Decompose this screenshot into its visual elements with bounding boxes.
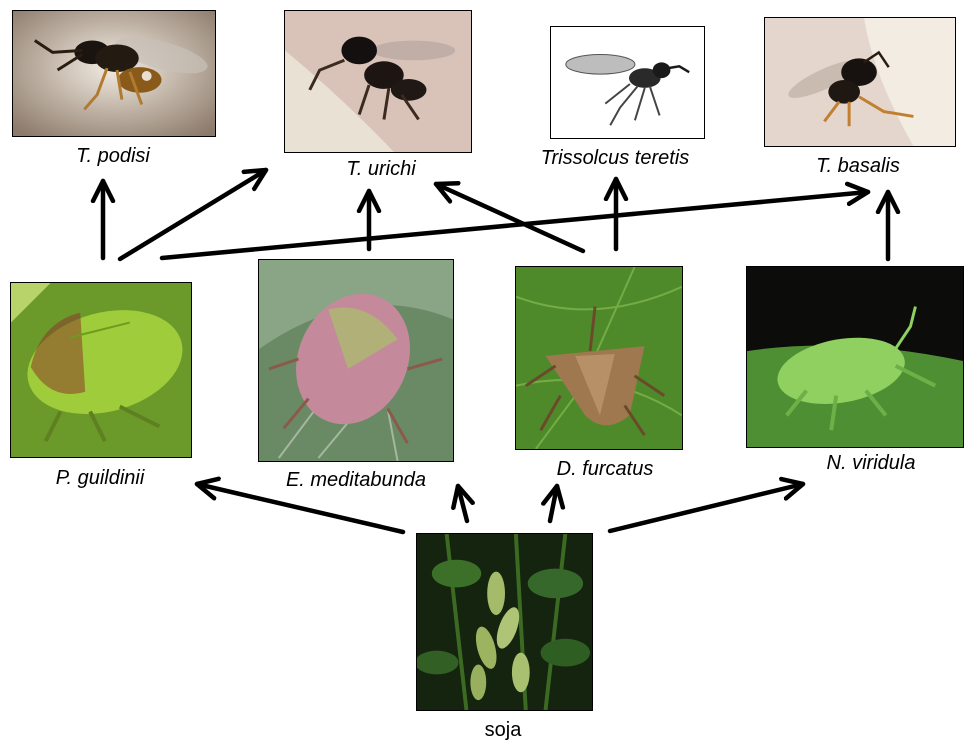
wasp-photo-icon: [13, 11, 215, 136]
arrow-soja-to-n-viridula: [610, 484, 803, 531]
arrow-soja-to-p-guildinii: [197, 484, 403, 532]
trissolcus-teretis-photo: [550, 26, 705, 139]
arrow-p-guildinii-to-t-basalis: [162, 192, 868, 258]
arrow-p-guildinii-to-t-urichi: [120, 170, 266, 259]
d-furcatus-label: D. furcatus: [557, 458, 654, 480]
p-guildinii-label: P. guildinii: [56, 467, 145, 489]
stink-bug-photo-icon: [747, 267, 963, 447]
trissolcus-teretis-label: Trissolcus teretis: [541, 147, 690, 169]
t-podisi-label: T. podisi: [76, 145, 150, 167]
wasp-drawing-icon: [551, 27, 704, 138]
arrow-soja-to-e-meditabunda: [458, 486, 467, 521]
arrow-d-furcatus-to-t-urichi: [436, 184, 583, 251]
wasp-photo-icon: [285, 11, 471, 152]
stink-bug-photo-icon: [259, 260, 453, 461]
e-meditabunda-photo: [258, 259, 454, 462]
t-urichi-photo: [284, 10, 472, 153]
wasp-photo-icon: [765, 18, 955, 146]
stink-bug-photo-icon: [11, 283, 191, 457]
d-furcatus-photo: [515, 266, 683, 450]
t-basalis-label: T. basalis: [816, 155, 900, 177]
e-meditabunda-label: E. meditabunda: [286, 469, 426, 491]
n-viridula-photo: [746, 266, 964, 448]
t-basalis-photo: [764, 17, 956, 147]
t-urichi-label: T. urichi: [346, 158, 415, 180]
stink-bug-photo-icon: [516, 267, 682, 449]
soja-photo: [416, 533, 593, 711]
soja-label: soja: [485, 719, 522, 741]
arrow-soja-to-d-furcatus: [550, 486, 557, 521]
p-guildinii-photo: [10, 282, 192, 458]
t-podisi-photo: [12, 10, 216, 137]
n-viridula-label: N. viridula: [827, 452, 916, 474]
soybean-plant-photo-icon: [417, 534, 592, 710]
